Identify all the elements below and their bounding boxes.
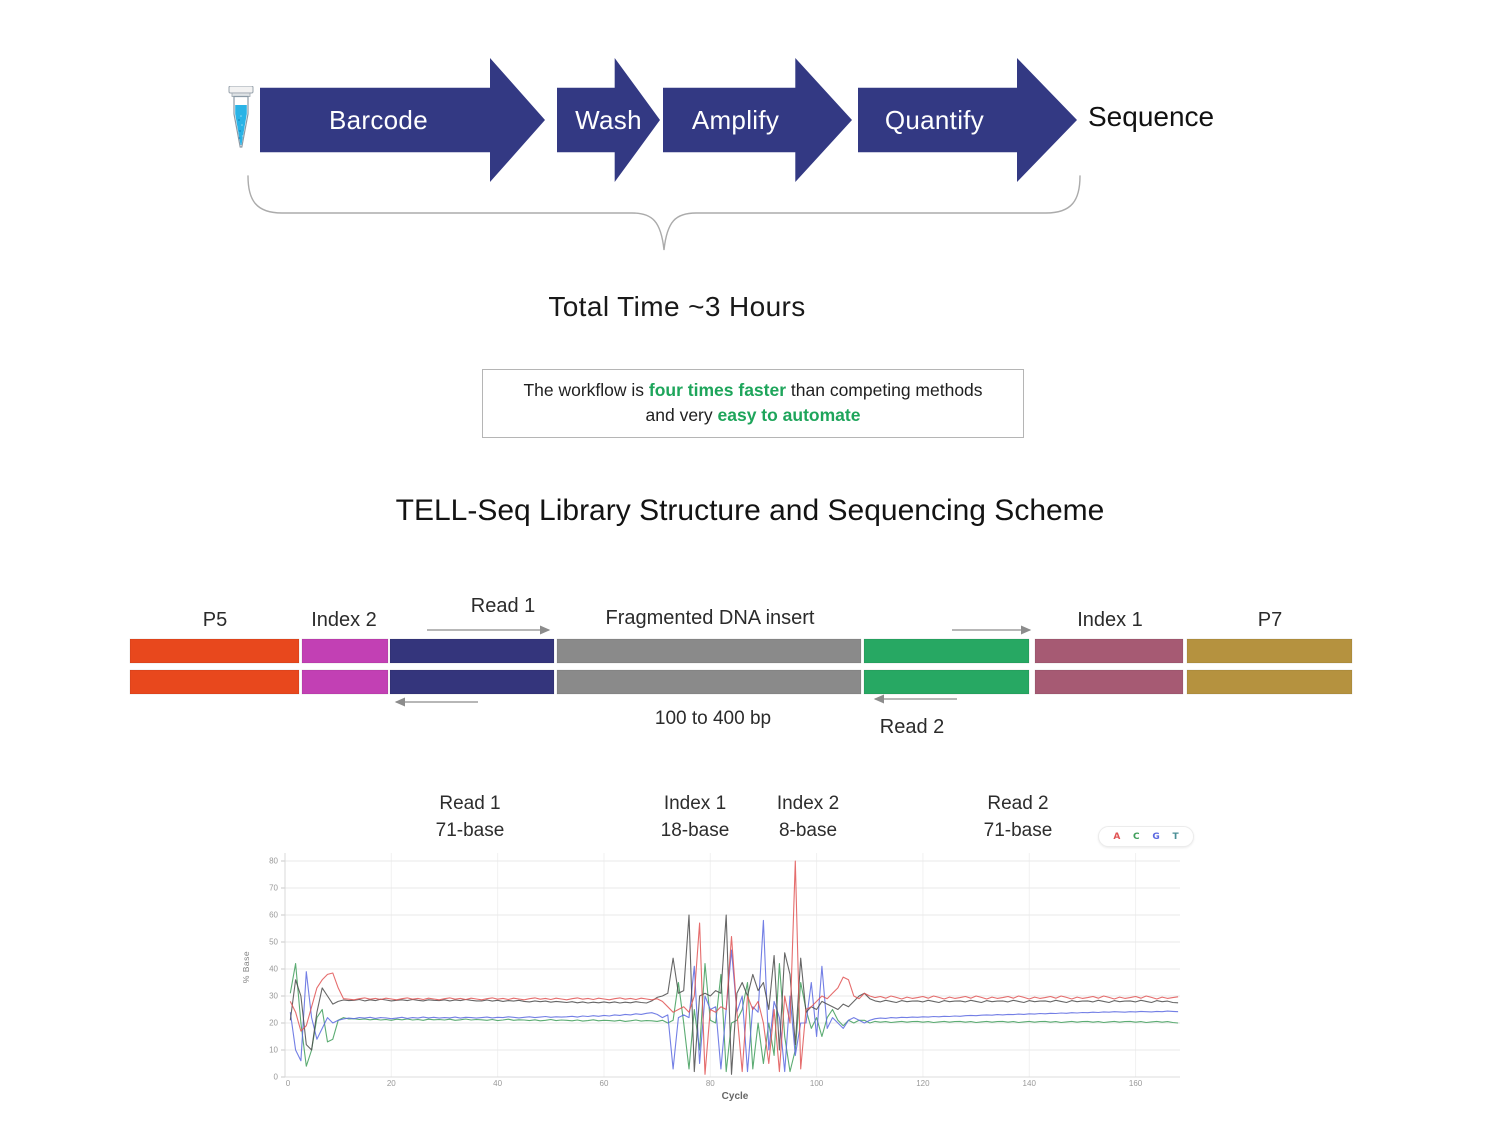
sample-tube-icon xyxy=(228,86,254,148)
segment-label: Index 1 xyxy=(1077,609,1143,631)
ytick-label: 20 xyxy=(269,1019,278,1028)
chart-region-label-index1: Index 1 18-base xyxy=(620,791,770,845)
ytick-label: 60 xyxy=(269,911,278,920)
brace xyxy=(247,175,1081,251)
region-length: 8-base xyxy=(778,819,838,841)
xtick-label: 80 xyxy=(706,1079,715,1088)
series-A xyxy=(289,860,1179,1075)
y-axis-label: % Base xyxy=(241,951,251,983)
chart-region-label-read2: Read 2 71-base xyxy=(943,791,1093,845)
xtick-label: 160 xyxy=(1129,1079,1143,1088)
ytick-label: 40 xyxy=(269,965,278,974)
workflow-final-step-label: Sequence xyxy=(1088,101,1215,132)
section-title: TELL-Seq Library Structure and Sequencin… xyxy=(395,494,1105,527)
xtick-label: 40 xyxy=(493,1079,502,1088)
segment-label: P7 xyxy=(1258,609,1282,631)
region-name: Index 1 xyxy=(663,793,727,814)
segment-index1-row1 xyxy=(1034,638,1184,664)
segment-p5-row2 xyxy=(129,669,300,695)
region-length: 18-base xyxy=(660,819,730,841)
ytick-label: 10 xyxy=(269,1046,278,1055)
segment-read1_primer-row2 xyxy=(389,669,555,695)
note-highlight: four times faster xyxy=(648,380,787,400)
library-structure-diagram: P5 Index 2 Read 1 Fragmented DNA insert Inde… xyxy=(129,595,1353,738)
legend-base-G: G xyxy=(1152,831,1160,842)
series-C xyxy=(289,963,1179,1073)
workflow-note-box: The workflow is four times faster than c… xyxy=(482,369,1024,438)
segment-insert-row1 xyxy=(556,638,862,664)
note-line-1: The workflow is four times faster than c… xyxy=(483,378,1023,403)
segment-index1-row2 xyxy=(1034,669,1184,695)
segment-p7-row2 xyxy=(1186,669,1353,695)
read2-label: Read 2 xyxy=(880,716,945,738)
legend-base-T: T xyxy=(1172,831,1179,842)
note-text: than competing methods xyxy=(786,380,983,400)
region-name: Read 1 xyxy=(439,793,501,814)
note-text: and very xyxy=(645,404,718,425)
region-length: 71-base xyxy=(983,819,1053,841)
legend-base-C: C xyxy=(1133,831,1140,842)
segment-label: Read 1 xyxy=(471,595,536,617)
note-text: The workflow is xyxy=(523,380,649,400)
x-axis-label: Cycle xyxy=(722,1091,749,1102)
chart-region-label-index2: Index 2 8-base xyxy=(733,791,883,845)
xtick-label: 20 xyxy=(387,1079,396,1088)
ytick-label: 50 xyxy=(269,938,278,947)
legend-base-A: A xyxy=(1113,831,1121,842)
workflow-step-label: Barcode xyxy=(329,104,428,135)
segment-label: P5 xyxy=(203,609,227,631)
workflow-step-label: Quantify xyxy=(884,104,985,135)
segment-p7-row1 xyxy=(1186,638,1353,664)
segment-label: Fragmented DNA insert xyxy=(606,607,815,629)
segment-insert-row2 xyxy=(556,669,862,695)
xtick-label: 140 xyxy=(1023,1079,1037,1088)
segment-read1_primer-row1 xyxy=(389,638,555,664)
region-length: 71-base xyxy=(435,819,505,841)
ytick-label: 30 xyxy=(269,992,278,1001)
region-name: Read 2 xyxy=(987,793,1049,814)
segment-p5-row1 xyxy=(129,638,300,664)
segment-linker-row2 xyxy=(863,669,1030,695)
chart-region-label-read1: Read 1 71-base xyxy=(395,791,545,845)
series-T xyxy=(289,914,1179,1075)
note-line-2: and very easy to automate xyxy=(483,403,1023,428)
base-percent-chart: 0 10 20 30 40 50 60 70 80 0 20 40 60 80 100 120 140 160 % … xyxy=(241,853,1180,1102)
xtick-label: 100 xyxy=(810,1079,824,1088)
insert-size-label: 100 to 400 bp xyxy=(655,708,771,729)
segment-index2-row2 xyxy=(301,669,389,695)
total-time-text: Total Time ~3 Hours xyxy=(548,291,806,322)
workflow-step-label: Wash xyxy=(575,104,642,135)
segment-linker-row1 xyxy=(863,638,1030,664)
xtick-label: 120 xyxy=(916,1079,930,1088)
segment-label: Index 2 xyxy=(311,609,377,631)
ytick-label: 0 xyxy=(274,1073,279,1082)
ytick-label: 80 xyxy=(269,857,278,866)
xtick-label: 0 xyxy=(286,1079,291,1088)
region-name: Index 2 xyxy=(776,793,840,814)
workflow-step-label: Amplify xyxy=(691,104,780,135)
note-highlight: easy to automate xyxy=(717,404,861,425)
ytick-label: 70 xyxy=(269,884,278,893)
segment-index2-row1 xyxy=(301,638,389,664)
xtick-label: 60 xyxy=(600,1079,609,1088)
